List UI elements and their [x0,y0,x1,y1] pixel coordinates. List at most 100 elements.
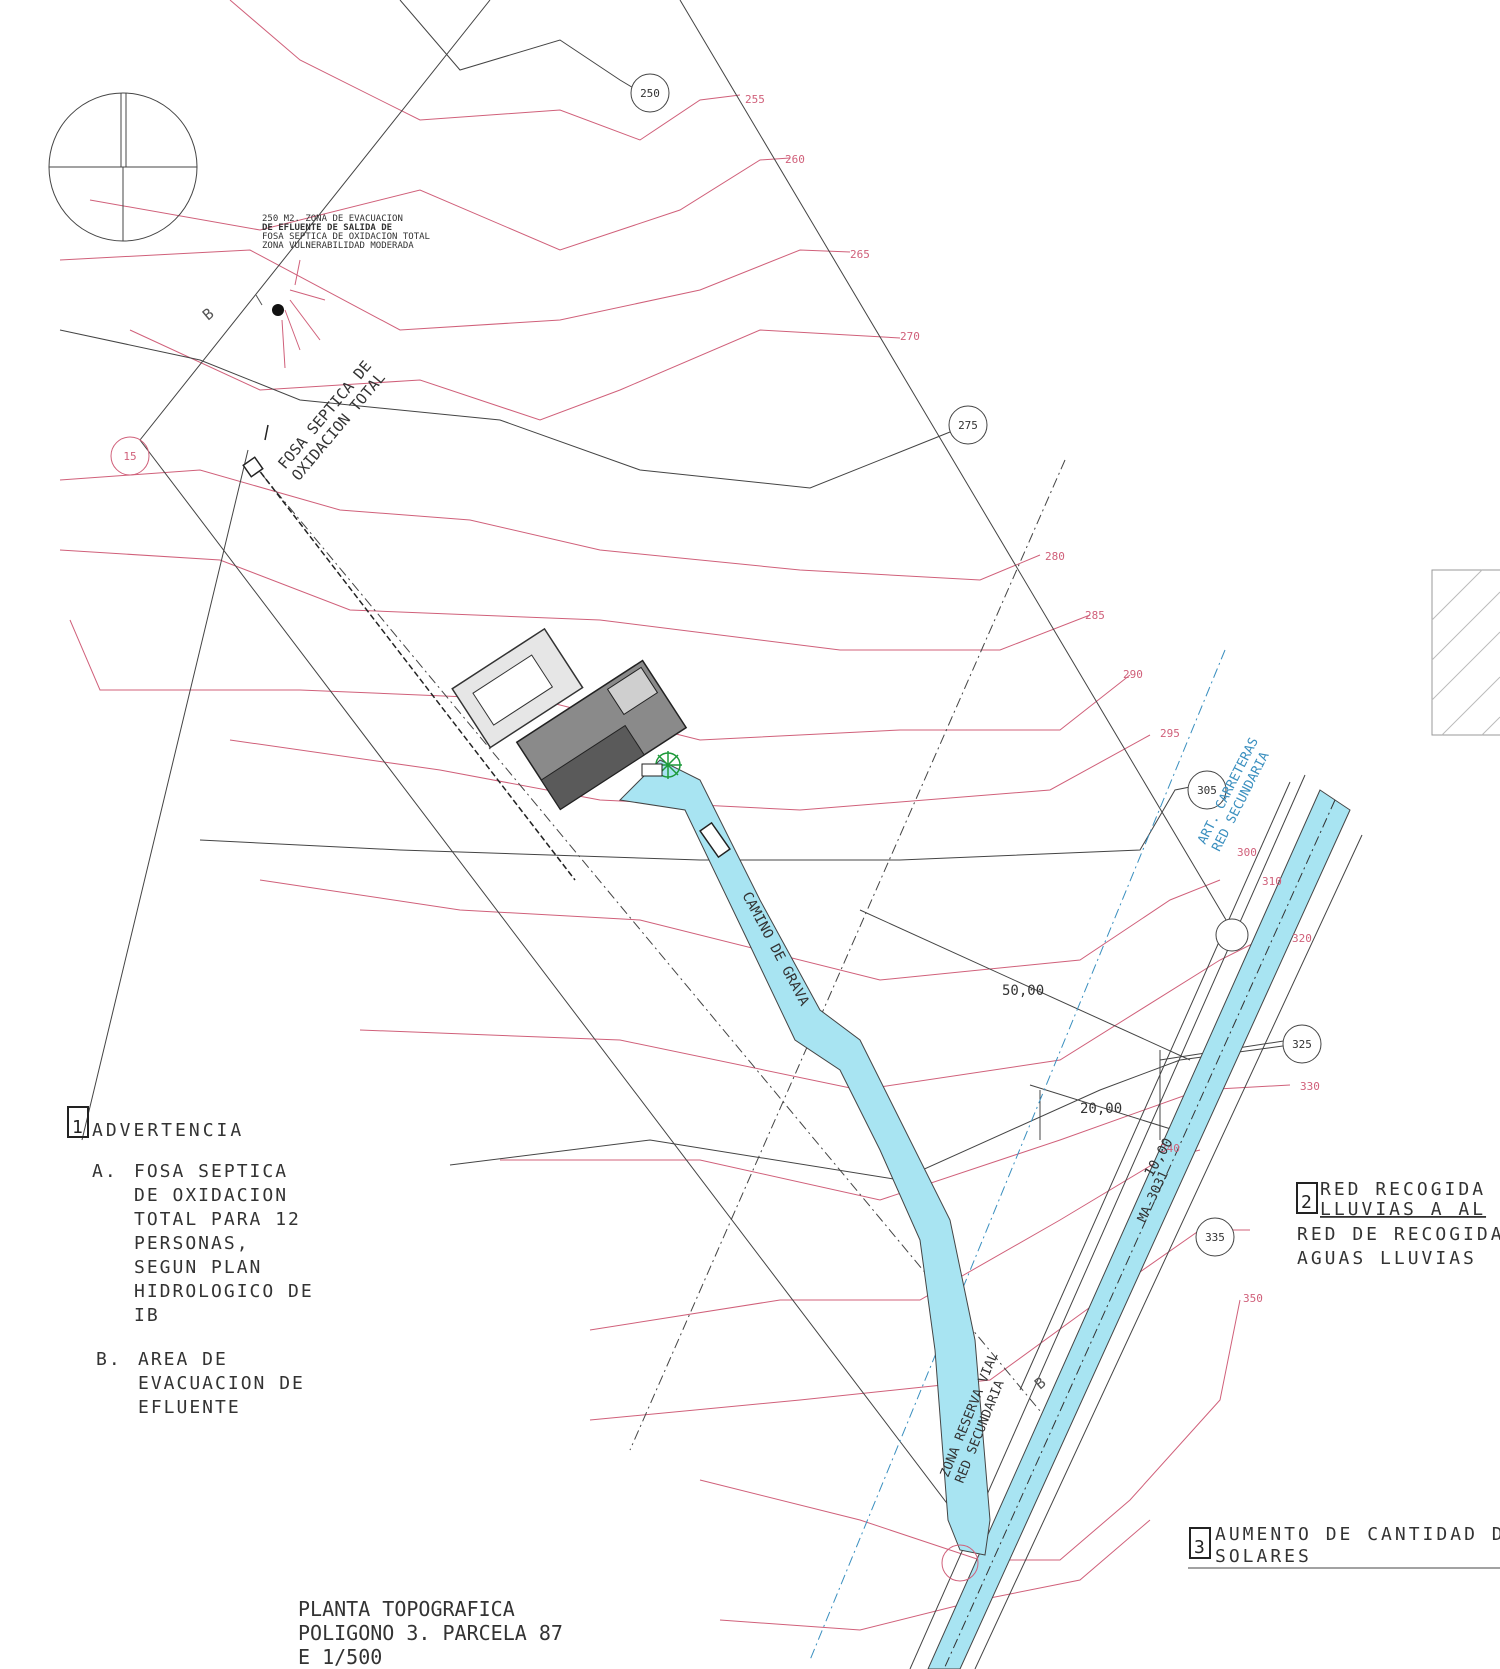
section-mark: B [1031,1373,1049,1393]
contour-line [89,157,791,251]
plan-title: PLANTA TOPOGRAFICA POLIGONO 3. PARCELA 8… [298,1597,563,1669]
zone-note-line: FOSA SEPTICA DE OXIDACION TOTAL [262,232,430,242]
contour-label: 350 [1243,1292,1263,1305]
setback-line [629,459,1066,1451]
dimension-label: 20,00 [1080,1101,1122,1117]
flow-arrow [264,424,269,441]
contour-bubble [948,405,988,445]
contour-line [59,329,961,489]
contour-label: 260 [785,153,805,166]
note-number-box [67,1106,89,1138]
contour-bubble [1187,770,1227,810]
note-red-recogida: 2 RED RECOGIDA LLUVIAS A AL RED DE RECOG… [1296,1179,1500,1269]
note-item-line: SEGUN PLAN [134,1257,262,1278]
dimension-label: 50,00 [1002,983,1044,999]
contour-bubble-label: 250 [640,87,660,100]
note-title: ADVERTENCIA [92,1120,244,1141]
note-item-line: TOTAL PARA 12 [134,1209,301,1230]
parked-car [699,821,731,859]
section-arrow [255,294,263,306]
dimension-line [859,909,1191,1061]
note-item-line: PERSONAS, [134,1233,250,1254]
road-surface [927,789,1351,1669]
note-item-letter: B. [96,1349,122,1370]
contour-bubble [1282,1024,1322,1064]
contour-label: 330 [1300,1080,1320,1093]
note-item-line: HIDROLOGICO DE [134,1281,314,1302]
contour-line [129,329,901,421]
zone-note-line: ZONA VULNERABILIDAD MODERADA [262,241,414,251]
note-item-line: IB [134,1305,160,1326]
road-centerline [943,799,1336,1669]
boundary-line [679,0,1236,936]
contour-line [449,1044,1291,1181]
note-number: 1 [72,1117,83,1138]
hatched-area [1431,569,1500,736]
note-number-box [1296,1182,1318,1214]
plan-title-line: POLIGONO 3. PARCELA 87 [298,1621,563,1645]
contour-label: 310 [1262,875,1282,888]
contour-label: 320 [1292,932,1312,945]
contour-line [259,879,1221,981]
contour-line [59,469,1041,581]
alignment-lines [249,459,1066,1451]
contour-label: 295 [1160,727,1180,740]
note-item-line: FOSA SEPTICA [134,1161,288,1182]
septic-tank-symbol [242,456,264,478]
index-contours [59,0,1291,1181]
road-edge [1019,781,1291,1391]
road-reserve-line [809,649,1226,1661]
contour-bubble-label: 275 [958,419,978,432]
note-line: RED RECOGIDA [1320,1179,1486,1200]
plan-title-line: E 1/500 [298,1645,382,1669]
note-advertencia: 1 ADVERTENCIA A. FOSA SEPTICA DE OXIDACI… [67,1106,314,1418]
contour-label: 285 [1085,609,1105,622]
contour-line [229,0,741,141]
note-item-letter: A. [92,1161,118,1182]
note-line: AGUAS LLUVIAS [1297,1248,1477,1269]
note-line: RED DE RECOGIDA [1297,1224,1500,1245]
note-item-line: EVACUACION DE [138,1373,305,1394]
contour-label: 280 [1045,550,1065,563]
dimension-line [1029,1084,1191,1136]
note-number: 2 [1301,1192,1312,1213]
contour-label: 340 [1160,1142,1180,1155]
contour-bubble [941,1544,979,1582]
note-line: SOLARES [1215,1546,1312,1567]
contour-bubble-label: 15 [123,450,136,463]
contour-line [59,249,851,331]
house-terrace [606,666,659,716]
contour-label: 270 [900,330,920,343]
contour-bubbles [110,73,1322,1582]
contour-line [59,549,1091,651]
effluent-point [272,304,284,316]
contour-label: 290 [1123,668,1143,681]
note-line: LLUVIAS A AL [1320,1199,1486,1220]
main-house-wing [540,724,645,811]
evacuation-zone-arrows [281,259,326,369]
note-item-line: DE OXIDACION [134,1185,288,1206]
zone-note-line: DE EFLUENTE DE SALIDA DE [262,223,392,233]
boundary-line [81,449,249,1141]
note-number-box [1189,1527,1211,1559]
note-number: 3 [1194,1537,1205,1558]
house-block [451,627,688,811]
contour-bubble [1215,918,1249,952]
contour-label: 265 [850,248,870,261]
contour-bubble [1195,1217,1235,1257]
contour-line [699,1299,1241,1561]
contour-bubble [630,73,670,113]
contour-label: 255 [745,93,765,106]
note-aumento: 3 AUMENTO DE CANTIDAD D SOLARES [1188,1524,1500,1569]
contour-line [359,939,1261,1091]
shed [641,763,663,777]
contour-line [199,784,1201,861]
road-edge [974,834,1363,1669]
plan-title-line: PLANTA TOPOGRAFICA [298,1597,515,1621]
note-item-line: EFLUENTE [138,1397,241,1418]
note-item-line: AREA DE [138,1349,228,1370]
north-arrow-icon [48,92,198,242]
contour-bubble-label: 305 [1197,784,1217,797]
